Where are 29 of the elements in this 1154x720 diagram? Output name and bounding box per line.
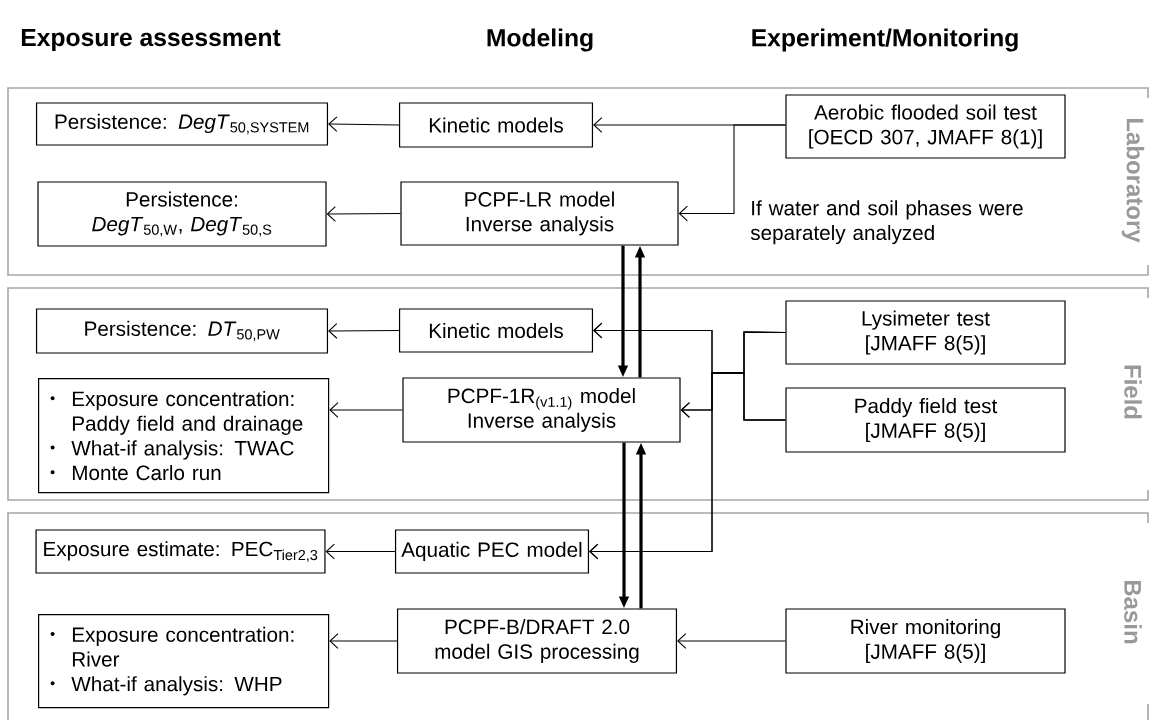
- test-box: Lysimeter test [JMAFF 8(5)]: [785, 300, 1066, 365]
- arrow: [326, 206, 401, 222]
- model-box: Kinetic models: [398, 102, 594, 148]
- model-box: PCPF-LR model Inverse analysis: [400, 181, 679, 246]
- column-heading: Modeling: [487, 28, 593, 52]
- arrow: [328, 116, 400, 132]
- model-box: Aquatic PEC model: [394, 529, 590, 574]
- text-box: Persistence: DegT$_{50,SYSTEM}$: [35, 102, 329, 146]
- arrow: [329, 402, 403, 418]
- test-box: River monitoring [JMAFF 8(5)]: [785, 608, 1066, 674]
- text-box: Persistence: DegT$_{50,W}$, DegT$_{50,S}$: [37, 181, 327, 247]
- note: If water and soil phases were separately analyzed: [750, 200, 1023, 245]
- model-box: PCPF-B/DRAFT 2.0 model GIS processing: [396, 608, 678, 674]
- arrow: [589, 372, 786, 560]
- bullet-list-box: Exposure concentration: Paddy field and drainage What-if analysis: TWAC Monte Carlo run: [38, 378, 330, 494]
- test-box: Aerobic flooded soil test [OECD 307, JMAFF 8(1)]: [785, 94, 1066, 159]
- text-box: Persistence: DT$_{50,PW}$: [35, 308, 329, 354]
- model-box: PCPF-1R$_{(v1.1)}$ model Inverse analysis: [402, 377, 681, 443]
- arrow: [325, 543, 396, 560]
- test-box: Paddy field test [JMAFF 8(5)]: [785, 387, 1066, 453]
- column-heading: Experiment/Monitoring: [752, 28, 1018, 52]
- text-box: Exposure estimate: PEC$_{Tier2,3}$: [35, 529, 326, 574]
- bullet-list-box: Exposure concentration: River What-if analysis: WHP: [38, 614, 330, 709]
- arrow: [678, 124, 786, 222]
- arrow: [328, 323, 400, 339]
- arrow: [677, 633, 786, 649]
- arrow: [329, 633, 398, 649]
- column-heading: Exposure assessment: [21, 28, 281, 52]
- model-box: Kinetic models: [398, 308, 594, 353]
